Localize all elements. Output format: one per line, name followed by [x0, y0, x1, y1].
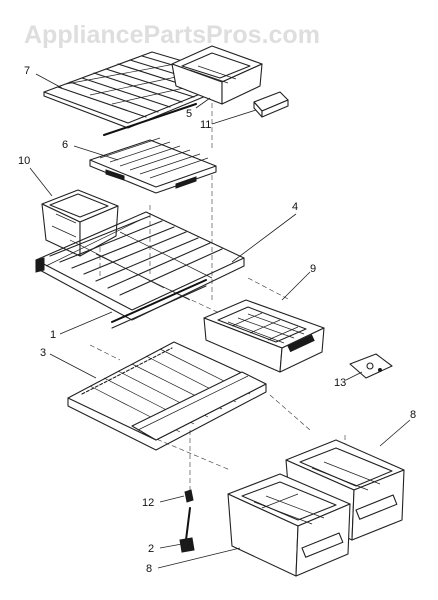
callout-8-left: 8 [146, 563, 152, 575]
callout-9: 9 [310, 263, 316, 275]
assembly-guides [89, 95, 346, 495]
callout-5: 5 [186, 108, 192, 120]
callout-1: 1 [50, 329, 56, 341]
callout-12: 12 [142, 497, 154, 509]
callout-7: 7 [24, 65, 30, 77]
part-13-cover [349, 353, 393, 379]
part-2-slide [179, 507, 195, 553]
part-1-shelf-frame [111, 279, 207, 329]
watermark-text: AppliancePartsPros.com [24, 21, 320, 49]
leader-lines [29, 73, 411, 569]
part-8-drawer-left [227, 473, 351, 577]
part-5-bin [171, 45, 263, 105]
callout-labels: 7 5 11 6 10 4 9 1 3 13 8 12 2 8 [18, 65, 416, 575]
part-12-clip [184, 489, 194, 503]
part-11-clip [253, 91, 289, 118]
part-3-crisper-cover [67, 341, 267, 451]
callout-11: 11 [200, 119, 211, 131]
callout-8-right: 8 [410, 409, 416, 421]
part-6-shelf [89, 137, 217, 194]
callout-10: 10 [18, 155, 30, 167]
callout-6: 6 [62, 139, 68, 151]
callout-13: 13 [334, 377, 346, 389]
part-10-bin [41, 189, 119, 257]
part-4-wire-shelf [35, 211, 245, 321]
callout-4: 4 [292, 201, 298, 213]
callout-3: 3 [40, 347, 46, 359]
callout-2: 2 [148, 543, 154, 555]
part-9-drawer [203, 299, 325, 373]
